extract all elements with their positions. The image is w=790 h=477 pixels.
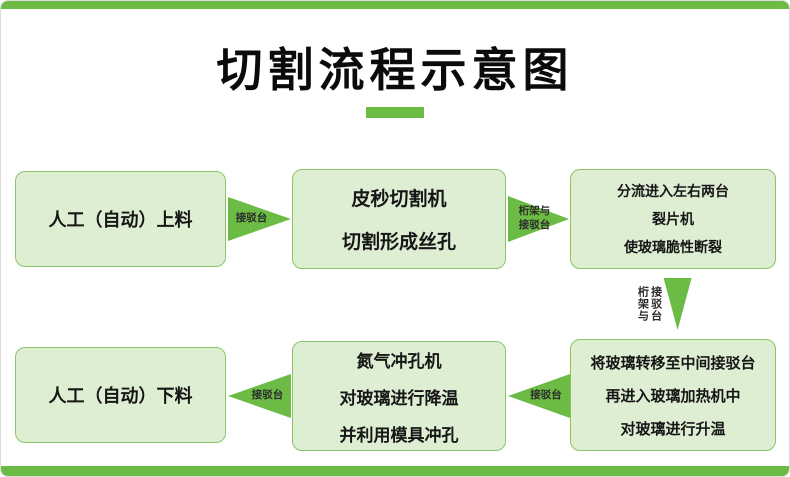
node-line: 切割形成丝孔 bbox=[341, 232, 456, 253]
page-title: 切割流程示意图 bbox=[216, 44, 574, 96]
arrow-label-column: 桁架与 bbox=[636, 286, 649, 322]
flow-node-heating-machine: 将玻璃转移至中间接驳台 再进入玻璃加热机中 对玻璃进行升温 bbox=[570, 339, 776, 451]
node-line: 再进入玻璃加热机中 bbox=[605, 387, 741, 405]
flow-node-splitting-machine: 分流进入左右两台 裂片机 使玻璃脆性断裂 bbox=[570, 169, 776, 269]
node-line: 人工（自动）下料 bbox=[48, 386, 193, 406]
node-line: 氮气冲孔机 bbox=[356, 351, 442, 371]
arrow-label: 接驳台 bbox=[251, 389, 284, 402]
arrow-label: 桁架与 接驳台 bbox=[519, 205, 551, 232]
node-line: 使玻璃脆性断裂 bbox=[624, 239, 722, 255]
arrow-down-icon bbox=[663, 278, 692, 330]
node-line: 人工（自动）上料 bbox=[48, 210, 193, 230]
node-line: 分流进入左右两台 bbox=[617, 183, 729, 199]
arrow-load-to-cut: 接驳台 bbox=[228, 197, 291, 241]
arrow-label-line: 桁架与 bbox=[518, 205, 551, 218]
node-line: 对玻璃进行升温 bbox=[620, 420, 726, 438]
node-line: 裂片机 bbox=[652, 211, 694, 227]
arrow-label: 桁架与 接驳台 bbox=[636, 286, 662, 322]
node-line: 并利用模具冲孔 bbox=[339, 425, 459, 445]
arrow-split-to-heat: 桁架与 接驳台 bbox=[635, 275, 693, 333]
arrow-punch-to-unload: 接驳台 bbox=[228, 374, 291, 418]
arrow-label-line: 接驳台 bbox=[518, 219, 551, 231]
flow-node-picosecond-cutter: 皮秒切割机 切割形成丝孔 bbox=[292, 169, 506, 269]
arrow-label-column: 接驳台 bbox=[649, 286, 662, 322]
node-line: 皮秒切割机 bbox=[351, 189, 447, 210]
top-accent-bar bbox=[1, 1, 789, 9]
arrow-heat-to-punch: 接驳台 bbox=[508, 374, 570, 418]
flow-node-loading: 人工（自动）上料 bbox=[15, 171, 226, 267]
flow-node-unloading: 人工（自动）下料 bbox=[15, 347, 226, 443]
node-line: 将玻璃转移至中间接驳台 bbox=[590, 354, 756, 372]
title-underline bbox=[366, 107, 424, 118]
arrow-cut-to-split: 桁架与 接驳台 bbox=[508, 196, 569, 242]
arrow-label: 接驳台 bbox=[530, 389, 562, 402]
arrow-label: 接驳台 bbox=[235, 212, 268, 225]
bottom-accent-bar bbox=[1, 466, 789, 476]
flow-node-nitrogen-punching-machine: 氮气冲孔机 对玻璃进行降温 并利用模具冲孔 bbox=[292, 341, 506, 451]
node-line: 对玻璃进行降温 bbox=[339, 388, 459, 408]
